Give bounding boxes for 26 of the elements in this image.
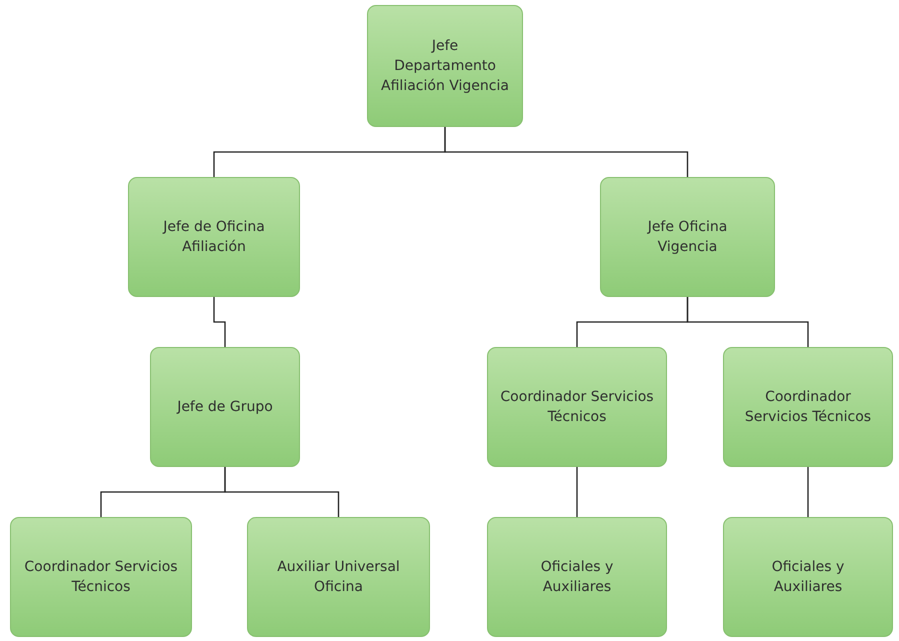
position-box <box>487 347 667 467</box>
connector-line <box>807 467 809 517</box>
position-title: Jefe Departamento Afiliación Vigencia <box>380 37 510 96</box>
position-box <box>723 517 893 637</box>
position-title: Coordinador Servicios Técnicos <box>744 388 872 427</box>
position-title: Oficiales y Auxiliares <box>540 558 614 597</box>
position-title: Jefe Oficina Vigencia <box>646 218 728 257</box>
position-box <box>487 517 667 637</box>
position-box <box>600 177 775 297</box>
position-title: Coordinador Servicios Técnicos <box>499 388 655 427</box>
connector-line <box>444 127 688 177</box>
position-title: Jefe de Oficina Afiliación <box>162 218 266 257</box>
position-title: Jefe de Grupo <box>177 398 273 417</box>
position-box <box>128 177 300 297</box>
position-title: Coordinador Servicios Técnicos <box>23 558 179 597</box>
position-box <box>150 347 300 467</box>
position-title: Auxiliar Universal Oficina <box>276 558 401 597</box>
position-box <box>723 347 893 467</box>
position-box <box>367 5 523 127</box>
position-box <box>247 517 430 637</box>
position-title: Oficiales y Auxiliares <box>770 558 846 597</box>
position-box <box>10 517 192 637</box>
connector-line <box>576 467 578 517</box>
connector-line <box>686 297 809 347</box>
connector-line <box>224 467 340 517</box>
connector-line <box>213 297 226 347</box>
